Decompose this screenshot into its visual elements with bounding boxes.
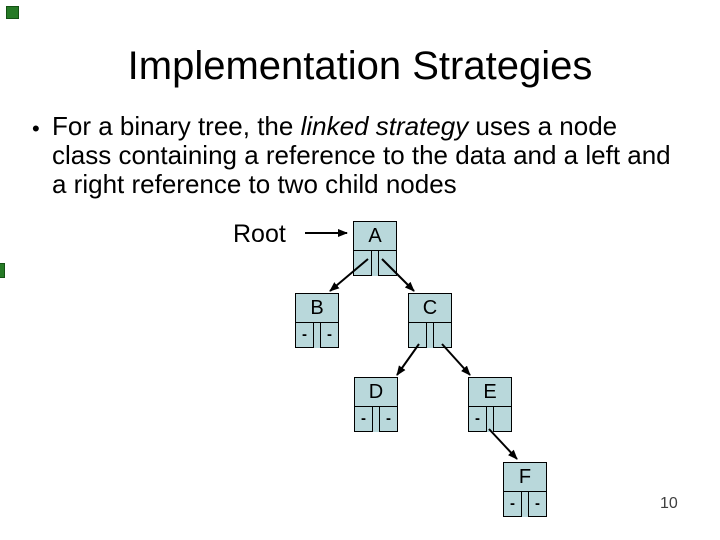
node-d-left-pointer-cell: - [354,405,373,432]
node-f-right-pointer-cell: - [528,490,547,517]
tree-node-c: C [408,293,452,348]
node-f-data-cell: F [503,462,547,492]
node-d-data-cell: D [354,377,398,407]
node-a-data-cell: A [353,221,397,251]
arrow-c-to-d [396,343,420,376]
arrow-e-to-f [488,428,518,460]
node-a-right-pointer-cell [378,249,397,276]
node-e-right-pointer-cell [493,405,512,432]
page-number: 10 [660,495,678,512]
node-a-left-pointer-cell [353,249,372,276]
bullet-text-after: uses a node class containing a reference… [52,111,671,199]
bullet-text-before: For a binary tree, the [52,111,301,141]
node-b-data-cell: B [295,293,339,323]
tree-node-f: F - - [503,462,547,517]
node-b-right-pointer-cell: - [320,321,339,348]
node-a-pointer-row [353,249,397,276]
node-c-pointer-row [408,321,452,348]
node-e-pointer-row: - [468,405,512,432]
tree-node-d: D - - [354,377,398,432]
node-b-left-pointer-cell: - [295,321,314,348]
green-marker-top-left [6,6,19,19]
node-e-left-pointer-cell: - [468,405,487,432]
node-d-right-pointer-cell: - [379,405,398,432]
bullet-text-italic: linked strategy [300,111,469,141]
node-e-data-cell: E [468,377,512,407]
node-f-left-pointer-cell: - [503,490,522,517]
bullet-text: For a binary tree, the linked strategy u… [52,112,682,199]
tree-node-b: B - - [295,293,339,348]
node-f-pointer-row: - - [503,490,547,517]
root-label: Root [233,220,286,248]
green-marker-left-edge [0,263,5,278]
node-c-data-cell: C [408,293,452,323]
node-c-left-pointer-cell [408,321,427,348]
node-d-pointer-row: - - [354,405,398,432]
tree-node-e: E - [468,377,512,432]
arrow-c-to-e [441,343,471,376]
node-c-right-pointer-cell [433,321,452,348]
node-b-pointer-row: - - [295,321,339,348]
bullet-icon: • [32,116,40,141]
tree-node-a: A [353,221,397,276]
slide-title: Implementation Strategies [127,44,593,88]
